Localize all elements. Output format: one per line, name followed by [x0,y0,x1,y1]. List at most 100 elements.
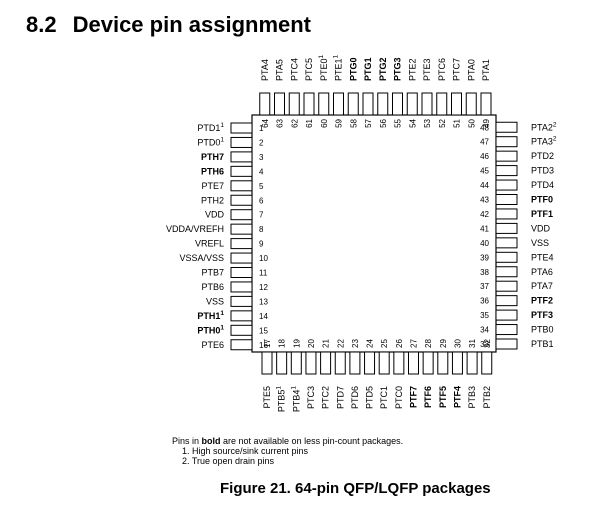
pin-pad [393,351,405,375]
pin-label: PTC7 [452,58,462,81]
pin-label: PTH2 [201,195,224,205]
pin-pad [495,309,518,321]
pin-number: 36 [480,297,489,306]
pin-number: 32 [483,339,492,348]
pin-pad [495,266,518,278]
pin-number: 10 [259,254,268,263]
pin-35: PTF3 35 [480,309,553,321]
pin-pad [230,252,253,264]
pin-label: VSS [206,296,224,306]
pin-pad [349,351,361,375]
pin-number: 58 [349,118,358,127]
pin-pad [230,209,253,221]
pin-number: 34 [480,326,489,335]
pin-number: 5 [259,182,264,191]
pin-label: PTG1 [363,57,373,81]
pin-label: PTD01 [197,136,224,147]
pin-number: 26 [395,339,404,348]
pin-number: 2 [259,138,264,147]
pin-number: 16 [259,341,268,350]
pin-number: 61 [305,118,314,127]
pin-label: PTA4 [260,59,270,81]
pin-number: 42 [480,210,489,219]
pin-20: PTC3 20 [305,339,317,409]
pin-61: PTC5 61 [303,58,315,128]
pin-number: 48 [480,123,489,132]
pin-number: 20 [307,339,316,348]
pin-number: 59 [335,118,344,127]
pin-number: 11 [259,269,268,278]
pin-pad [333,92,344,116]
note-1: 1. High source/sink current pins [182,446,309,456]
pin-label: PTC1 [379,386,389,409]
pin-pad [230,151,253,163]
pin-pad [495,222,518,234]
pin-pad [495,165,518,177]
pin-number: 52 [438,118,447,127]
pin-label: PTF3 [531,310,553,320]
pin-pad [347,92,359,116]
pin-label: VREFL [195,239,224,249]
pin-number: 9 [259,240,264,249]
pin-label: PTB41 [290,386,301,413]
pin-pad [274,92,285,116]
pin-pad [276,351,288,375]
pin-pad [495,237,518,249]
pin-number: 57 [364,118,373,127]
pin-label: PTE4 [531,252,554,262]
pin-number: 43 [480,196,489,205]
pin-pad [230,267,253,278]
pin-footnote-marker: 1 [220,310,224,317]
pin-pad [320,351,332,375]
pin-pad [466,351,478,375]
pin-pad [230,136,253,148]
pin-pad [230,295,253,307]
pin-label: PTB1 [531,339,554,349]
pin-number: 39 [480,253,489,262]
pin-pad [230,281,253,293]
pin-label: VSS [531,238,549,248]
bold-keyword: bold [201,436,221,446]
pin-pad [451,92,462,116]
pin-label: PTE11 [333,54,344,81]
pin-pad [261,351,273,375]
pin-pad [481,351,493,375]
pin-58: PTG0 58 [347,57,359,128]
pin-label: PTF0 [531,195,553,205]
pin-footnote-marker: 2 [553,121,557,128]
pin-number: 35 [480,311,489,320]
pin-footnote-marker: 1 [290,386,297,390]
pin-number: 53 [423,118,432,127]
pin-label: PTG0 [348,57,358,81]
pin-footnote-marker: 1 [318,54,325,58]
pin-label: PTC3 [306,386,316,409]
pin-pad [480,92,492,116]
pin-label: PTB0 [531,325,554,335]
pin-label: PTC5 [304,58,314,81]
pin-pad [495,295,518,307]
pin-number: 60 [320,118,329,127]
pin-label: PTB51 [276,386,287,413]
pin-number: 30 [453,339,462,348]
pin-number: 19 [292,339,301,348]
pin-label: PTC2 [321,386,331,409]
pin-34: PTB0 34 [480,324,554,336]
pin-label: PTA22 [531,121,557,132]
